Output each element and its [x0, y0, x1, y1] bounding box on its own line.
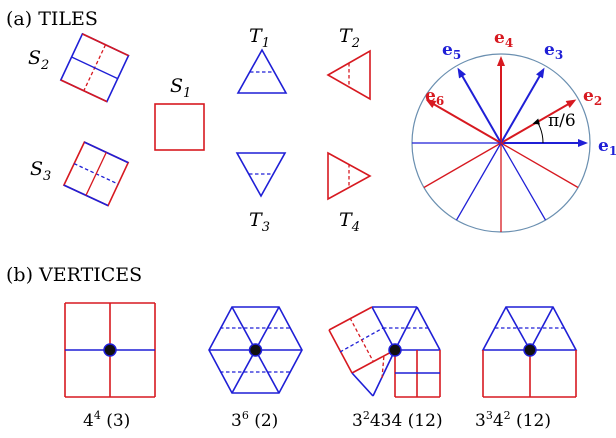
vertex-dot — [248, 343, 263, 357]
tile-t4-label: T4 — [339, 209, 360, 235]
vector-e1-arrowhead — [578, 139, 588, 147]
vector-e3-arrowhead — [536, 67, 545, 79]
vertex-caption-4: 3342 (12) — [475, 409, 551, 431]
tile-s1 — [154, 103, 205, 151]
vertex-caption-1: 44 (3) — [83, 409, 130, 431]
spoke-12 — [500, 142, 579, 189]
tile-t1-label: T1 — [249, 25, 270, 51]
tile-t3 — [235, 152, 287, 198]
vertex-dot — [103, 343, 117, 357]
tile-s3-label: S3 — [30, 158, 51, 184]
tile-t4 — [327, 151, 372, 201]
vertex-3-6 — [208, 306, 303, 394]
vertex-3-3-4-2 — [481, 306, 578, 398]
angle-arc — [536, 121, 544, 144]
vector-e5-shaft — [461, 74, 502, 144]
vector-e5-arrowhead — [457, 67, 466, 79]
vector-label-e3: e3 — [544, 40, 563, 62]
vector-e6-shaft — [432, 103, 502, 144]
tile-s2 — [59, 32, 130, 103]
vector-label-e4: e4 — [494, 28, 513, 50]
vector-e2-arrowhead — [565, 99, 577, 108]
basis-vector-star — [411, 53, 591, 233]
tile-t1 — [236, 48, 288, 94]
vertex-3-2-4-3-4 — [328, 306, 441, 398]
tile-t2 — [326, 49, 371, 101]
vector-label-e5: e5 — [442, 40, 461, 62]
tile-s2-label: S2 — [28, 47, 49, 73]
vector-label-e6: e6 — [425, 86, 444, 108]
spoke-9 — [455, 142, 502, 221]
vector-e6-arrowhead — [425, 99, 437, 108]
vertex-4-4 — [64, 302, 156, 398]
vertex-caption-3: 32434 (12) — [352, 409, 443, 431]
vertex-dot — [523, 343, 537, 357]
vector-label-e1: e1 — [598, 136, 616, 158]
vector-label-e2: e2 — [583, 86, 602, 108]
vector-e3-shaft — [500, 74, 541, 144]
tile-t3-label: T3 — [249, 209, 270, 235]
angle-label: π/6 — [548, 111, 576, 131]
panel-a-title: (a) TILES — [6, 8, 98, 30]
vector-e4-arrowhead — [497, 56, 505, 66]
spoke-11 — [500, 142, 547, 221]
angle-arc-arrowhead — [532, 118, 540, 125]
spoke-8 — [423, 142, 502, 189]
vertex-dot — [388, 343, 402, 357]
tile-s3 — [62, 141, 130, 207]
tile-t2-label: T2 — [339, 25, 360, 51]
vertex-caption-2: 36 (2) — [231, 409, 278, 431]
tile-s1-label: S1 — [170, 75, 191, 101]
panel-b-title: (b) VERTICES — [6, 264, 142, 286]
